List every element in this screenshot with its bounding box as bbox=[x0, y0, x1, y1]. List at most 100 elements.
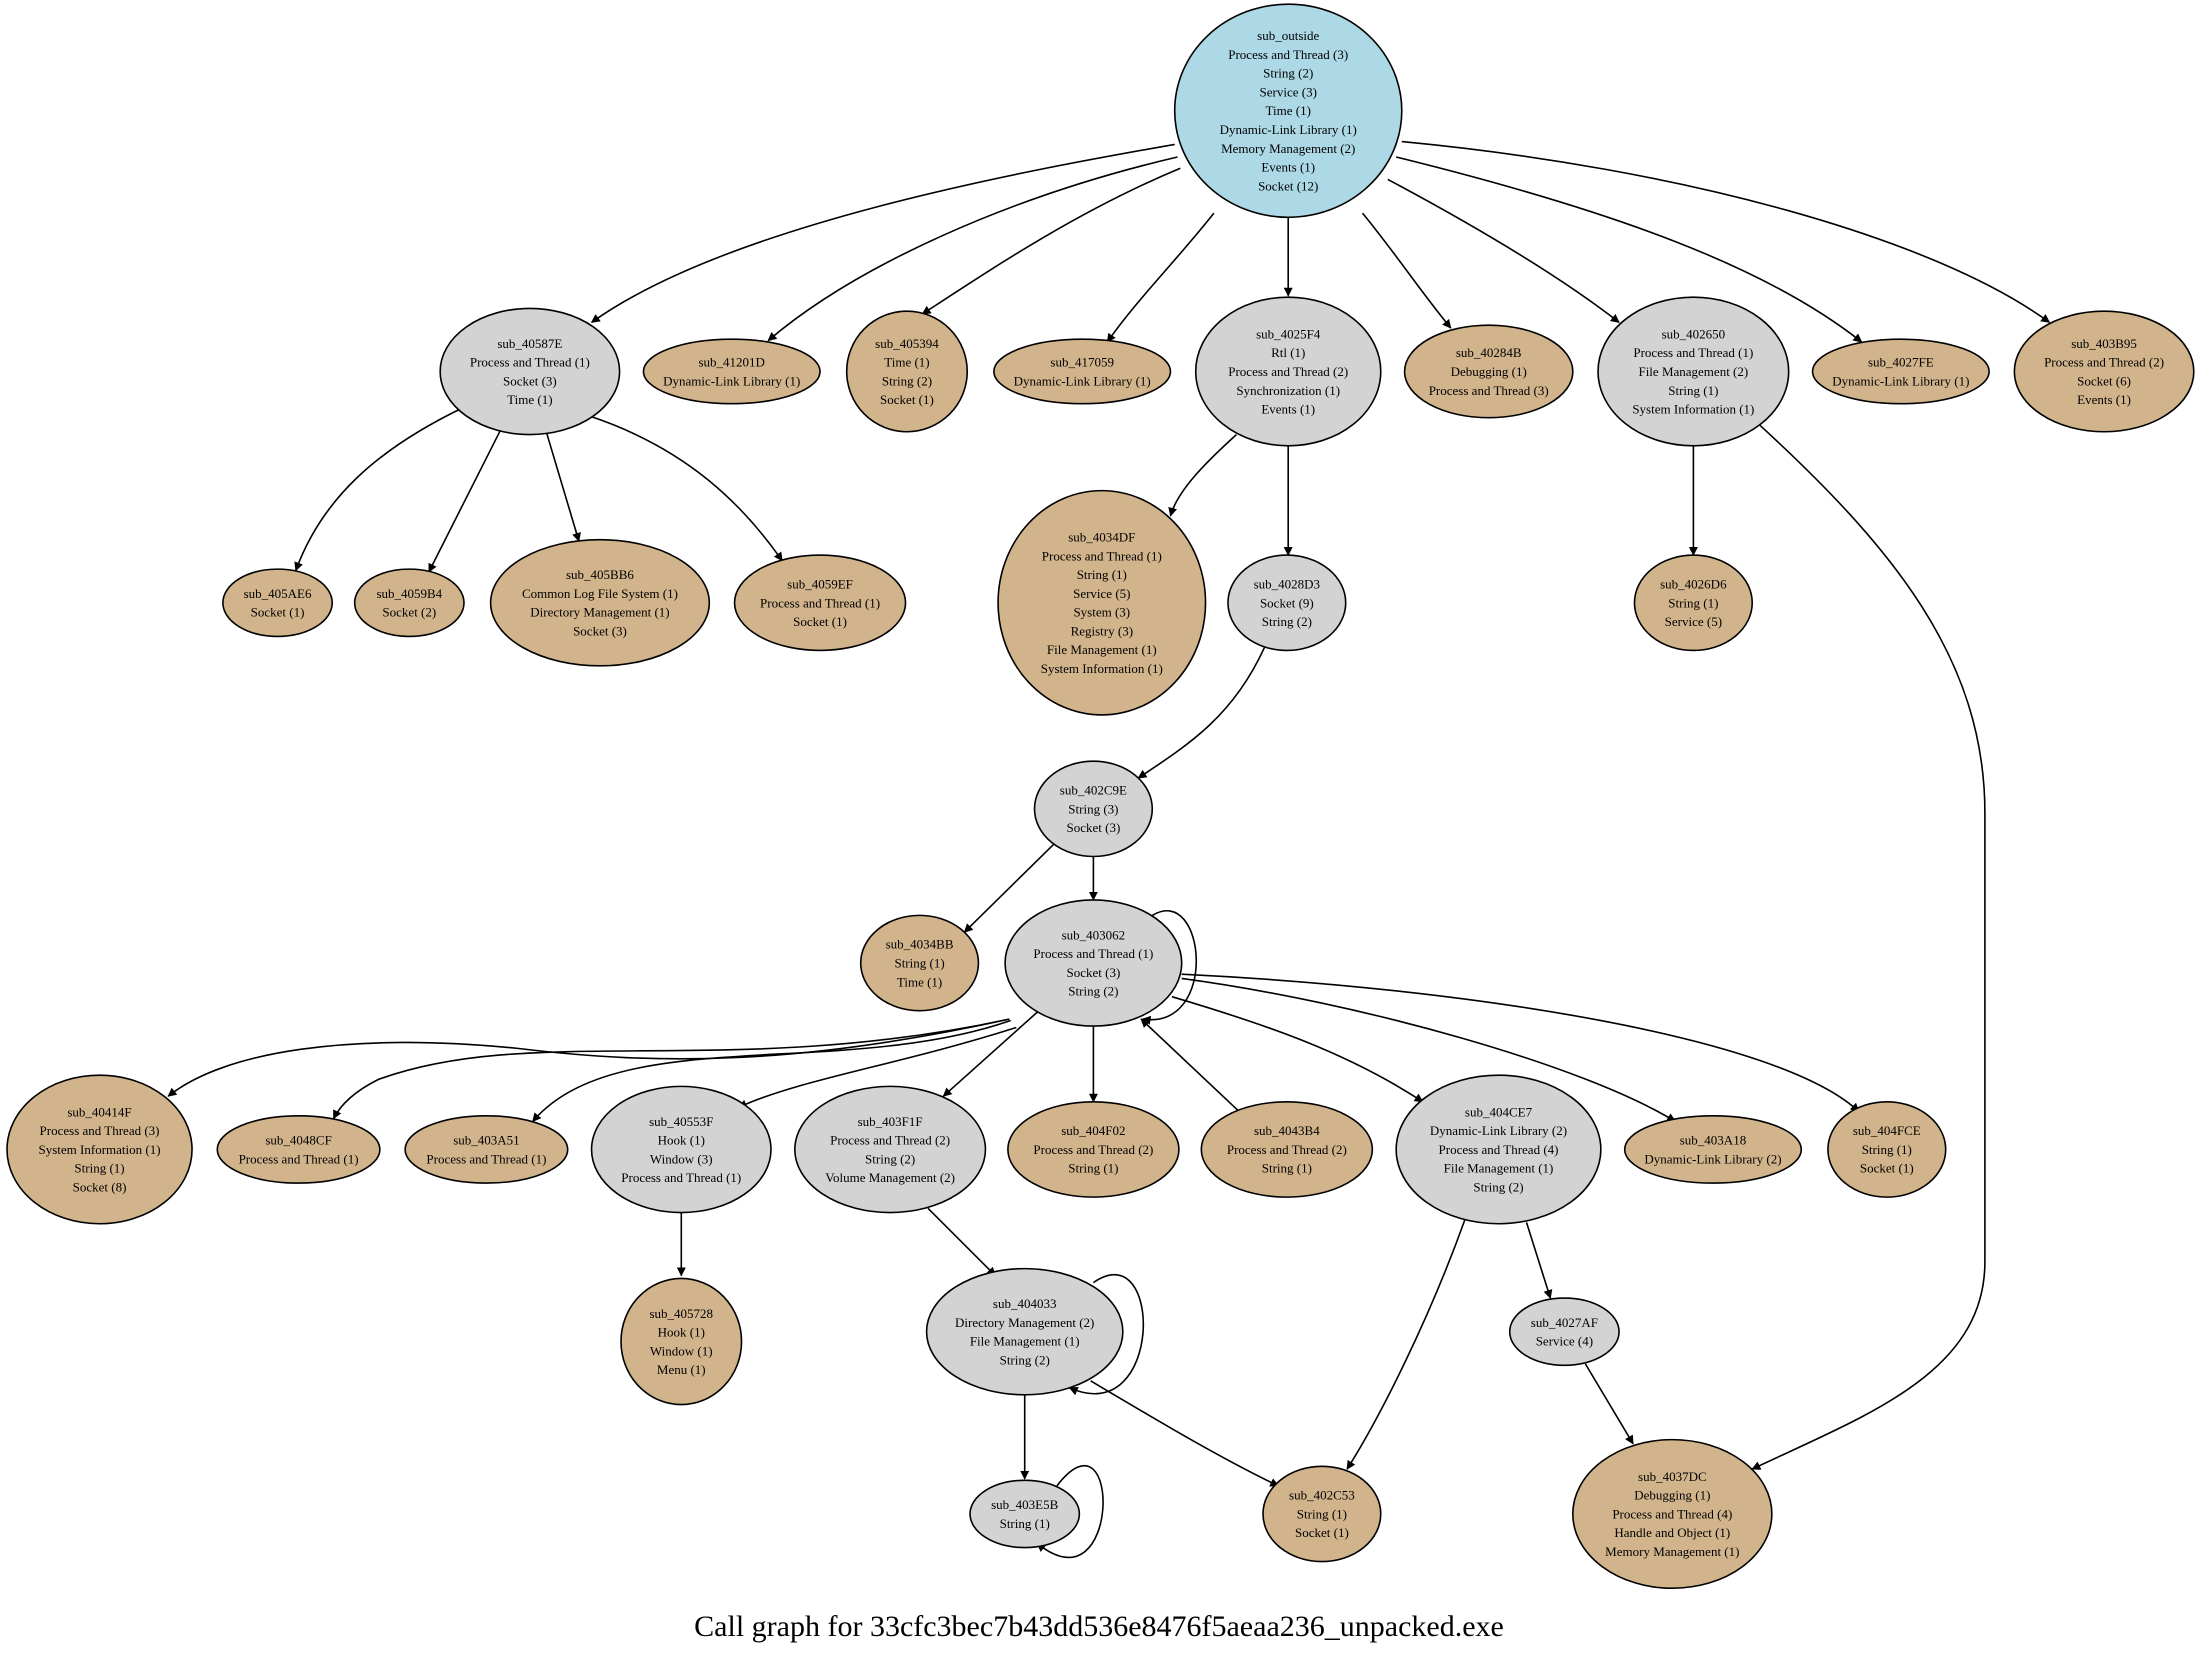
edge-sub_403062-to-sub_403062 bbox=[1141, 910, 1197, 1025]
node-category: Socket (1) bbox=[1860, 1161, 1914, 1176]
node-category: String (1) bbox=[1668, 383, 1718, 398]
edge-sub_403062-to-sub_404FCE bbox=[1181, 973, 1860, 1113]
node-category: Socket (3) bbox=[1066, 965, 1120, 980]
edge-sub_402650-to-sub_4037DC bbox=[1751, 422, 1986, 1470]
node-sub_403E5B[interactable]: sub_403E5B String (1) bbox=[969, 1479, 1081, 1549]
node-shape bbox=[1508, 1297, 1620, 1367]
node-name: sub_40553F bbox=[649, 1114, 713, 1129]
node-name: sub_403F1F bbox=[858, 1114, 923, 1129]
node-category: String (1) bbox=[1000, 1516, 1050, 1531]
edge-sub_outside-to-sub_402650 bbox=[1387, 178, 1620, 324]
graph-caption: Call graph for 33cfc3bec7b43dd536e8476f5… bbox=[694, 1610, 1504, 1643]
node-name: sub_402650 bbox=[1662, 326, 1726, 341]
node-category: Time (1) bbox=[507, 392, 552, 407]
node-category: Events (1) bbox=[1261, 402, 1315, 417]
edges-layer bbox=[167, 140, 2051, 1559]
node-name: sub_4043B4 bbox=[1254, 1123, 1320, 1138]
node-category: File Management (1) bbox=[970, 1334, 1080, 1349]
node-shape bbox=[859, 914, 980, 1012]
node-category: Debugging (1) bbox=[1634, 1488, 1710, 1503]
edge-sub_40587E-to-sub_405BB6 bbox=[545, 432, 581, 542]
node-category: Dynamic-Link Library (1) bbox=[1832, 373, 1969, 388]
node-category: Socket (8) bbox=[73, 1180, 127, 1195]
node-name: sub_403E5B bbox=[991, 1497, 1059, 1512]
node-shape bbox=[925, 1267, 1124, 1396]
node-category: String (2) bbox=[1473, 1180, 1523, 1195]
node-name: sub_4059EF bbox=[787, 576, 853, 591]
edge-sub_402C9E-to-sub_4034BB bbox=[963, 843, 1055, 933]
node-category: Process and Thread (2) bbox=[2044, 355, 2164, 370]
node-category: Process and Thread (1) bbox=[1033, 946, 1153, 961]
node-category: Socket (6) bbox=[2077, 373, 2131, 388]
node-category: String (2) bbox=[865, 1151, 915, 1166]
node-category: Process and Thread (4) bbox=[1439, 1142, 1559, 1157]
node-category: Window (3) bbox=[650, 1151, 713, 1166]
node-category: Service (5) bbox=[1665, 614, 1722, 629]
node-category: Process and Thread (3) bbox=[40, 1123, 160, 1138]
node-category: String (2) bbox=[882, 373, 932, 388]
node-name: sub_405394 bbox=[875, 336, 939, 351]
node-name: sub_403A18 bbox=[1680, 1133, 1746, 1148]
node-category: Hook (1) bbox=[658, 1325, 705, 1340]
node-shape bbox=[1033, 760, 1154, 858]
node-shape bbox=[1623, 1115, 1803, 1184]
node-name: sub_402C9E bbox=[1060, 783, 1127, 798]
node-name: sub_4037DC bbox=[1638, 1469, 1707, 1484]
node-category: Socket (1) bbox=[251, 605, 305, 620]
node-category: String (1) bbox=[894, 956, 944, 971]
node-category: String (2) bbox=[1263, 66, 1313, 81]
node-category: Process and Thread (1) bbox=[1042, 548, 1162, 563]
node-category: Process and Thread (1) bbox=[470, 355, 590, 370]
node-category: Socket (12) bbox=[1258, 178, 1318, 193]
node-shape bbox=[993, 338, 1172, 405]
edge-sub_4025F4-to-sub_4034DF bbox=[1168, 434, 1237, 517]
node-category: Socket (1) bbox=[793, 614, 847, 629]
node-category: File Management (1) bbox=[1444, 1161, 1554, 1176]
edge-sub_403F1F-to-sub_404033 bbox=[927, 1207, 996, 1277]
node-category: Socket (1) bbox=[880, 392, 934, 407]
node-category: Rtl (1) bbox=[1271, 345, 1305, 360]
node-category: Socket (9) bbox=[1260, 595, 1314, 610]
node-shape bbox=[969, 1479, 1081, 1549]
edge-sub_403062-to-sub_40553F bbox=[737, 1026, 1017, 1109]
node-category: Hook (1) bbox=[658, 1133, 705, 1148]
node-name: sub_4028D3 bbox=[1254, 576, 1320, 591]
edge-sub_4028D3-to-sub_402C9E bbox=[1137, 647, 1266, 779]
edge-sub_outside-to-sub_40587E bbox=[590, 143, 1175, 324]
